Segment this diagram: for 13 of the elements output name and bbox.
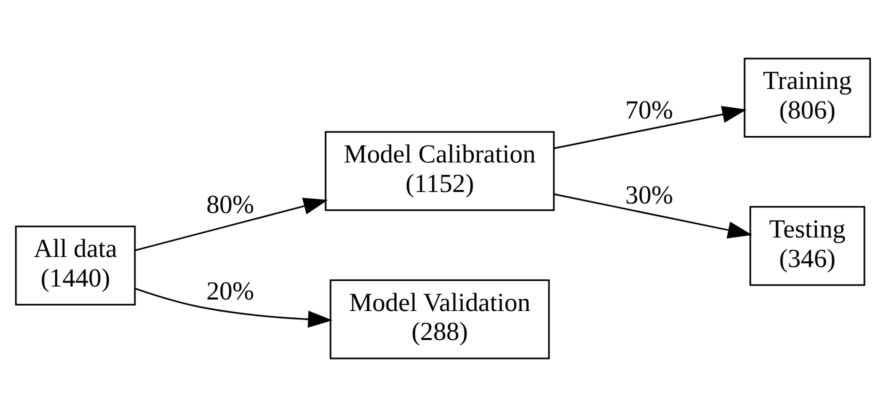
arrow xyxy=(554,105,747,149)
node-box: All data (1440) xyxy=(15,225,136,305)
edge-label: 20% xyxy=(206,276,254,305)
node-box: Model Validation (288) xyxy=(330,278,550,359)
node-box: Model Calibration (1152) xyxy=(324,130,555,210)
arrow xyxy=(135,287,332,328)
arrow xyxy=(554,192,752,238)
edge-label: 30% xyxy=(625,180,674,209)
node-box: Testing (346) xyxy=(749,206,866,286)
arrow xyxy=(134,197,328,251)
node-box: Training (806) xyxy=(744,57,871,138)
edge-label: 70% xyxy=(625,95,674,124)
edge-label: 80% xyxy=(206,190,254,219)
